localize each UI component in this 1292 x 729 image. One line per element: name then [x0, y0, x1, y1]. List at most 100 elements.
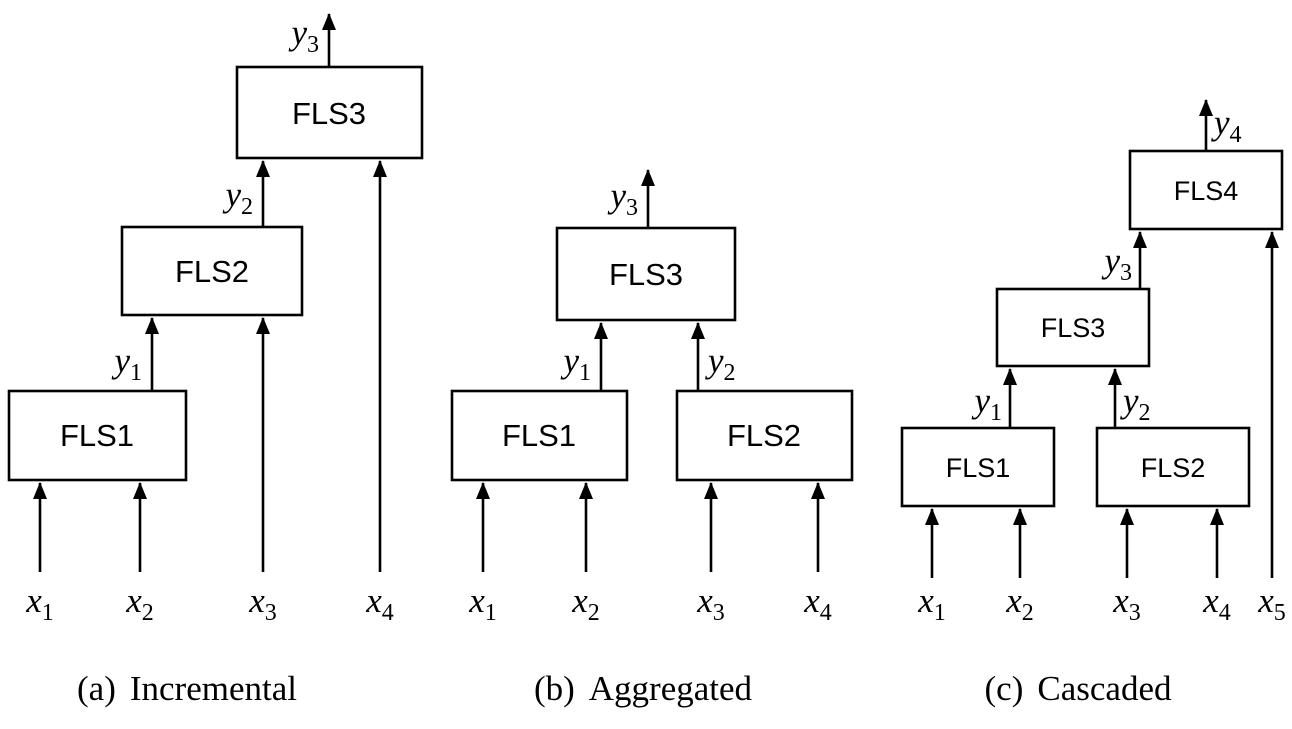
input-label-x1-a: x1	[25, 581, 54, 626]
x3-sub-a: 3	[265, 600, 277, 626]
fls3-label-c: FLS3	[1041, 313, 1106, 343]
y2-base-b: y	[705, 341, 724, 380]
output-label-y1-c: y1	[971, 381, 1002, 426]
x2-base-c: x	[1005, 581, 1022, 620]
fls2-label-c: FLS2	[1141, 453, 1206, 483]
caption-prefix-c: (c)	[985, 669, 1024, 708]
x4-base-b: x	[803, 581, 820, 620]
fls1-box-c	[900, 426, 1056, 508]
y1-base-a: y	[111, 341, 130, 380]
x2-base-a: x	[125, 581, 142, 620]
caption-label-a: Incremental	[130, 669, 297, 708]
input-label-x5-c: x5	[1257, 581, 1286, 626]
x5-sub-c: 5	[1274, 600, 1286, 626]
input-label-x3-c: x3	[1112, 581, 1141, 626]
output-label-y3-a: y3	[288, 13, 319, 58]
x1-sub-b: 1	[485, 600, 497, 626]
fls3-label-b: FLS3	[609, 257, 683, 292]
x1-sub-a: 1	[42, 600, 54, 626]
input-label-x4-c: x4	[1202, 581, 1231, 626]
x1-sub-c: 1	[934, 600, 946, 626]
caption-b: (b) Aggregated	[534, 669, 753, 708]
output-label-y2-b: y2	[705, 341, 736, 386]
output-label-y3-c: y3	[1101, 241, 1132, 286]
caption-label-b: Aggregated	[589, 669, 753, 708]
fls2-box-c	[1095, 426, 1251, 508]
input-label-x1-b: x1	[468, 581, 497, 626]
x2-base-b: x	[571, 581, 588, 620]
x3-base-c: x	[1112, 581, 1129, 620]
panel-incremental: FLS1 FLS2 FLS3 y1 y2 y3 x1 x2 x3 x4 (a)I…	[7, 13, 424, 708]
fls3-box-a	[235, 65, 424, 160]
y3-base-b: y	[607, 176, 626, 215]
x2-sub-a: 2	[142, 600, 154, 626]
input-label-x3-b: x3	[696, 581, 725, 626]
panel-aggregated: FLS1 FLS2 FLS3 y1 y2 y3 x1 x2 x3 x4 (b)A…	[450, 169, 854, 708]
x3-base-a: x	[248, 581, 265, 620]
y3-base-c: y	[1101, 241, 1120, 280]
input-label-x1-c: x1	[917, 581, 946, 626]
caption-prefix-b: (b)	[534, 669, 575, 708]
fls1-label-a: FLS1	[60, 418, 134, 453]
y2-sub-b: 2	[724, 360, 736, 386]
fls2-label-b: FLS2	[727, 418, 801, 453]
y2-base-a: y	[222, 175, 241, 214]
x3-base-b: x	[696, 581, 713, 620]
fls4-label-c: FLS4	[1174, 176, 1239, 206]
x1-base-b: x	[468, 581, 485, 620]
fls2-box-b	[675, 389, 854, 482]
fls2-label-a: FLS2	[175, 254, 249, 289]
y4-base-c: y	[1211, 103, 1230, 142]
input-label-x2-b: x2	[571, 581, 600, 626]
fls3-label-a: FLS3	[292, 96, 366, 131]
y3-sub-a: 3	[307, 32, 319, 58]
x5-base-c: x	[1257, 581, 1274, 620]
x3-sub-c: 3	[1129, 600, 1141, 626]
input-label-x3-a: x3	[248, 581, 277, 626]
fls1-box-a	[7, 389, 188, 482]
input-label-x4-a: x4	[365, 581, 394, 626]
caption-c: (c) Cascaded	[985, 669, 1172, 708]
fls3-box-c	[995, 287, 1151, 368]
fls3-box-b	[555, 226, 737, 322]
x4-sub-a: 4	[382, 600, 394, 626]
y1-sub-a: 1	[130, 360, 142, 386]
output-label-y1-a: y1	[111, 341, 142, 386]
input-label-x2-c: x2	[1005, 581, 1034, 626]
y1-base-b: y	[560, 341, 579, 380]
fls4-box-c	[1128, 149, 1284, 231]
y3-base-a: y	[288, 13, 307, 52]
x4-sub-b: 4	[820, 600, 832, 626]
y2-sub-c: 2	[1139, 400, 1151, 426]
output-label-y2-c: y2	[1120, 381, 1151, 426]
x1-base-a: x	[25, 581, 42, 620]
caption-a: (a) Incremental	[77, 669, 297, 708]
output-label-y1-b: y1	[560, 341, 591, 386]
caption-label-c: Cascaded	[1037, 669, 1172, 708]
fls1-label-c: FLS1	[946, 453, 1011, 483]
output-label-y4-c: y4	[1211, 103, 1242, 148]
output-label-y3-b: y3	[607, 176, 638, 221]
y1-base-c: y	[971, 381, 990, 420]
output-label-y2-a: y2	[222, 175, 253, 220]
fls1-box-b	[450, 389, 629, 482]
caption-prefix-a: (a)	[77, 669, 116, 708]
y3-sub-b: 3	[626, 195, 638, 221]
x1-base-c: x	[917, 581, 934, 620]
x3-sub-b: 3	[713, 600, 725, 626]
input-label-x2-a: x2	[125, 581, 154, 626]
input-label-x4-b: x4	[803, 581, 832, 626]
y1-sub-b: 1	[579, 360, 591, 386]
y2-sub-a: 2	[241, 194, 253, 220]
y2-base-c: y	[1120, 381, 1139, 420]
panel-cascaded: FLS1 FLS2 FLS3 FLS4 y1 y2 y3 y4 x1 x2 x3…	[900, 99, 1286, 708]
fls2-box-a	[120, 225, 304, 317]
x4-sub-c: 4	[1219, 600, 1231, 626]
x2-sub-b: 2	[588, 600, 600, 626]
x4-base-a: x	[365, 581, 382, 620]
y1-sub-c: 1	[990, 400, 1002, 426]
x4-base-c: x	[1202, 581, 1219, 620]
fls1-label-b: FLS1	[502, 418, 576, 453]
